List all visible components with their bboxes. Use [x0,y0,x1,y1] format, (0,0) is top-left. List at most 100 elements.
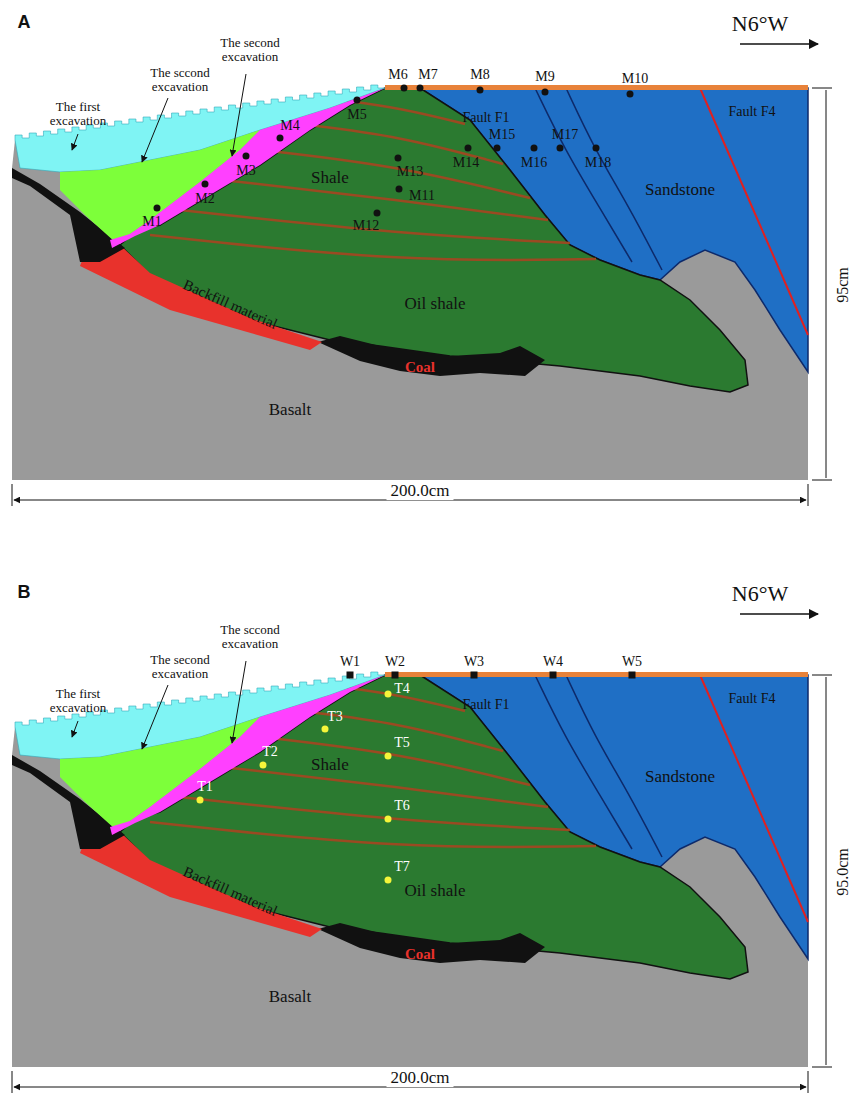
rock-label: Sandstone [645,768,715,786]
point-label: M12 [353,219,379,234]
point-label: M14 [453,156,479,171]
point-label: T2 [262,745,278,760]
leader-arrow [232,661,246,743]
leader-arrow [72,134,78,150]
dimension-label: 200.0cm [386,1069,453,1087]
point-label: M16 [521,156,547,171]
coal-seam [318,923,545,963]
dimension-tick [812,675,832,676]
point-label: T7 [394,860,410,875]
stratum-line [340,100,465,124]
measuring-point [277,135,284,142]
measuring-point [354,97,361,104]
measuring-point [243,153,250,160]
second-excavation-region [60,130,260,242]
point-label: T4 [394,682,410,697]
excavation-label: The sccond excavation [138,66,222,93]
displacement-point [392,672,399,679]
rock-label: Shale [311,756,349,774]
excavation-label: The sccond excavation [208,623,292,650]
stratum-line [180,797,570,830]
measuring-point [542,89,549,96]
stress-point [385,753,392,760]
measuring-point [374,210,381,217]
stratum-line [150,235,596,260]
dimension-tick [812,1067,832,1068]
point-label: W4 [543,655,563,670]
dimension-line [826,90,827,478]
panel-letter: B [18,583,31,602]
panel-letter: A [18,13,31,32]
dimension-line [826,677,827,1065]
point-label: T1 [197,780,213,795]
stress-point [385,877,392,884]
point-label: M4 [280,119,299,134]
excavation-label: The second excavation [208,36,292,63]
measuring-point [627,91,634,98]
rock-label: Coal [405,360,435,376]
direction-label: N6°W [732,12,788,35]
displacement-point [347,672,354,679]
measuring-point [417,85,424,92]
fault-line [535,88,632,262]
point-label: M8 [470,68,489,83]
displacement-point [629,672,636,679]
point-label: M6 [388,68,407,83]
point-label: M3 [236,164,255,179]
fault-line [700,675,808,922]
stress-point [260,762,267,769]
surface-strip [385,85,808,90]
measuring-point [477,87,484,94]
rock-label: Oil shale [405,882,466,900]
point-label: M1 [142,215,161,230]
backfill-region [80,827,322,937]
north-arrow [740,43,818,45]
cross-section [12,44,832,506]
stress-point [322,726,329,733]
point-label: M11 [409,189,435,204]
point-label: T5 [394,736,410,751]
measuring-point [593,145,600,152]
dimension-tick [12,484,13,506]
stress-point [385,816,392,823]
fault-line [700,88,808,335]
point-label: M10 [622,72,648,87]
rock-label: Coal [405,947,435,963]
point-label: M2 [195,192,214,207]
rock-label: Sandstone [645,181,715,199]
point-label: M15 [489,128,515,143]
stratum-line [262,150,530,198]
point-label: M9 [535,70,554,85]
fault-line [566,88,662,270]
stress-point [197,797,204,804]
measuring-point [154,205,161,212]
leader-arrow [232,74,246,156]
fault-label: Fault F1 [462,698,509,713]
measuring-point [396,186,403,193]
backfill-region [80,240,322,350]
measuring-point [395,155,402,162]
stratum-line [150,822,596,847]
rock-label: Basalt [269,988,312,1006]
measuring-point [202,181,209,188]
excavation-label: The first excavation [36,687,120,714]
measuring-point [494,145,501,152]
point-label: W5 [622,655,642,670]
leader-arrow [142,98,168,162]
second-excavation-boundary [110,675,385,835]
surface-strip [385,672,808,677]
fault-line [566,675,662,857]
point-label: W1 [340,655,360,670]
stratum-line [222,767,548,807]
point-label: T6 [394,799,410,814]
north-arrow [740,613,818,615]
point-label: M7 [418,68,437,83]
rock-label: Shale [311,169,349,187]
displacement-point [550,672,557,679]
excavation-label: The second excavation [138,653,222,680]
leader-arrow [72,721,78,737]
point-label: T3 [327,710,343,725]
excavation-label: The first excavation [36,100,120,127]
leader-arrow [142,685,168,749]
measuring-point [557,145,564,152]
